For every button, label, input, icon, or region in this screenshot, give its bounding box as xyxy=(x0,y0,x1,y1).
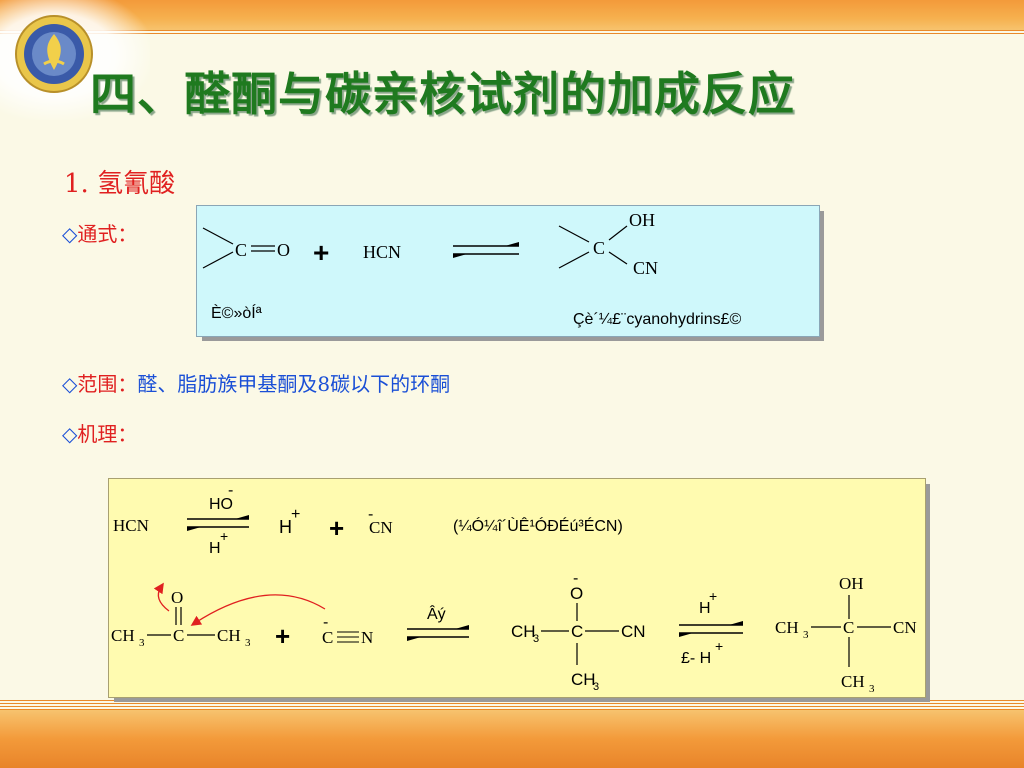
cyanide-charge: - xyxy=(323,614,328,631)
deprotonation-charge: + xyxy=(715,638,723,654)
alkoxide-carbon: C xyxy=(571,622,583,641)
product-cn: CN xyxy=(633,258,658,278)
acetone-ch3-left-sub: 3 xyxy=(139,637,145,649)
mech-ho: HO xyxy=(209,496,233,513)
final-ch3-left-sub: 3 xyxy=(803,629,809,641)
general-equation-box: C O + HCN C OH CN È©»òÍª Çè´¼£¨cyanohydr… xyxy=(196,205,820,337)
acetone-carbon: C xyxy=(173,626,184,645)
alkoxide-ch3-bottom-sub: 3 xyxy=(593,681,599,693)
scope-label: 范围： xyxy=(77,372,138,396)
protonation-h: H xyxy=(699,600,711,617)
acetone-oxygen: O xyxy=(171,588,183,607)
deprotonation-label: £- H xyxy=(681,650,711,667)
mech-proton: H xyxy=(279,517,292,537)
alkoxide-cn: CN xyxy=(621,622,646,641)
final-carbon: C xyxy=(843,618,854,637)
mech-h-below: H xyxy=(209,540,221,557)
university-logo-icon xyxy=(15,15,93,93)
mech-hcn: HCN xyxy=(113,516,149,535)
final-ch3-bottom: CH xyxy=(841,672,865,691)
hcn-reagent: HCN xyxy=(363,242,401,262)
right-caption: Çè´¼£¨cyanohydrins£© xyxy=(573,311,742,328)
cyanide-carbon: C xyxy=(322,628,333,647)
section-heading: 1. 氢氰酸 xyxy=(64,169,176,199)
mech-h-below-charge: + xyxy=(220,528,228,544)
protonation-h-charge: + xyxy=(709,588,717,604)
alkoxide-ch3-left: CH xyxy=(511,622,536,641)
left-caption: È©»òÍª xyxy=(211,303,262,322)
diamond-icon: ◇ xyxy=(62,422,78,446)
product-carbon: C xyxy=(593,238,605,258)
general-label: 通式： xyxy=(77,222,138,246)
final-cn: CN xyxy=(893,618,917,637)
top-decor-band xyxy=(0,0,1024,36)
bullet-mechanism: ◇机理： xyxy=(62,418,137,447)
final-ch3-bottom-sub: 3 xyxy=(869,683,875,695)
bottom-decor-band xyxy=(0,698,1024,768)
scope-text: 醛、脂肪族甲基酮及8碳以下的环酮 xyxy=(137,372,451,396)
alkoxide-charge: - xyxy=(573,570,578,587)
product-oh: OH xyxy=(629,210,655,230)
mech-cn-anion: CN xyxy=(369,518,393,537)
mech-proton-charge: + xyxy=(291,506,300,523)
curved-arrow-electron xyxy=(153,582,170,612)
diamond-icon: ◇ xyxy=(62,222,78,246)
acetone-ch3-left: CH xyxy=(111,626,135,645)
bullet-general: ◇通式： xyxy=(62,218,137,247)
mech-plus: + xyxy=(329,513,344,543)
carbonyl-carbon: C xyxy=(235,240,247,260)
final-ch3-left: CH xyxy=(775,618,799,637)
alkoxide-ch3-bottom: CH xyxy=(571,670,596,689)
mechanism-box: HCN HO - H + H + + - CN (¼Ó¼î´ÙÊ¹ÓÐÉú³ÉC… xyxy=(108,478,926,698)
alkoxide-ch3-left-sub: 3 xyxy=(533,633,539,645)
acetone-ch3-right: CH xyxy=(217,626,241,645)
bullet-scope: ◇范围：醛、脂肪族甲基酮及8碳以下的环酮 xyxy=(62,368,450,397)
cyanide-nitrogen: N xyxy=(361,628,373,647)
page-title: 四、醛酮与碳亲核试剂的加成反应 xyxy=(90,67,795,121)
curved-arrow-nucleophile xyxy=(190,594,326,626)
plus-sign: + xyxy=(313,237,329,268)
mech-plus-2: + xyxy=(275,621,290,651)
diamond-icon: ◇ xyxy=(62,372,78,396)
mechanism-figure: HCN HO - H + H + + - CN (¼Ó¼î´ÙÊ¹ÓÐÉú³ÉC… xyxy=(111,482,917,695)
mech-ho-charge: - xyxy=(228,482,233,499)
slow-step-label: Âý xyxy=(427,604,446,623)
mechanism-label: 机理： xyxy=(77,422,138,446)
mech-cn-charge: - xyxy=(368,506,373,523)
mech-note: (¼Ó¼î´ÙÊ¹ÓÐÉú³ÉCN) xyxy=(453,516,623,535)
final-oh: OH xyxy=(839,574,864,593)
general-equation-figure: C O + HCN C OH CN È©»òÍª Çè´¼£¨cyanohydr… xyxy=(202,210,742,328)
carbonyl-oxygen: O xyxy=(277,240,290,260)
alkoxide-oxygen: O xyxy=(570,584,583,603)
acetone-ch3-right-sub: 3 xyxy=(245,637,251,649)
